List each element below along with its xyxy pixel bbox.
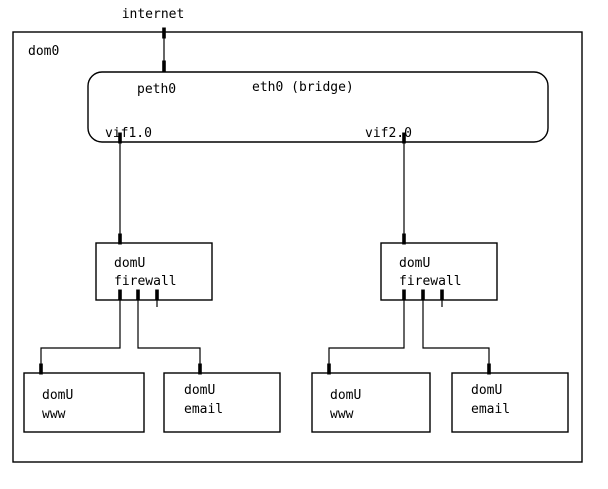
bridge-eth0-box [87, 71, 549, 143]
edge-fwright-to-www-right [328, 300, 405, 373]
label-www-left-domu: domU [42, 388, 73, 403]
node-shapes [12, 31, 583, 463]
connector-endpoints [39, 27, 491, 375]
label-firewall-left-name: firewall [114, 274, 177, 289]
connector-lines [40, 32, 490, 373]
label-peth0: peth0 [137, 82, 176, 97]
email-left-box [163, 372, 281, 433]
label-email-left-name: email [184, 402, 223, 417]
label-vif2: vif2.0 [365, 126, 412, 141]
label-firewall-right-domu: domU [399, 256, 430, 271]
diagram-labels: internet dom0 peth0 eth0 (bridge) vif1.0… [28, 7, 510, 422]
www-left-box [23, 372, 145, 433]
label-bridge-eth0: eth0 (bridge) [252, 80, 354, 95]
label-www-right-name: www [330, 407, 354, 422]
dom0-container-box [12, 31, 583, 463]
edge-fwleft-to-www-left [40, 300, 121, 373]
edge-fwright-to-email-right [422, 300, 490, 373]
firewall-right-box [380, 242, 498, 301]
label-firewall-left-domu: domU [114, 256, 145, 271]
label-firewall-right-name: firewall [399, 274, 462, 289]
label-www-left-name: www [42, 407, 66, 422]
firewall-left-box [95, 242, 213, 301]
label-dom0: dom0 [28, 44, 59, 59]
label-vif1: vif1.0 [105, 126, 152, 141]
www-right-box [311, 372, 431, 433]
label-email-left-domu: domU [184, 383, 215, 398]
label-email-right-name: email [471, 402, 510, 417]
label-email-right-domu: domU [471, 383, 502, 398]
edge-fwleft-to-email-left [137, 300, 201, 373]
label-internet: internet [122, 7, 185, 22]
label-www-right-domu: domU [330, 388, 361, 403]
email-right-box [451, 372, 569, 433]
